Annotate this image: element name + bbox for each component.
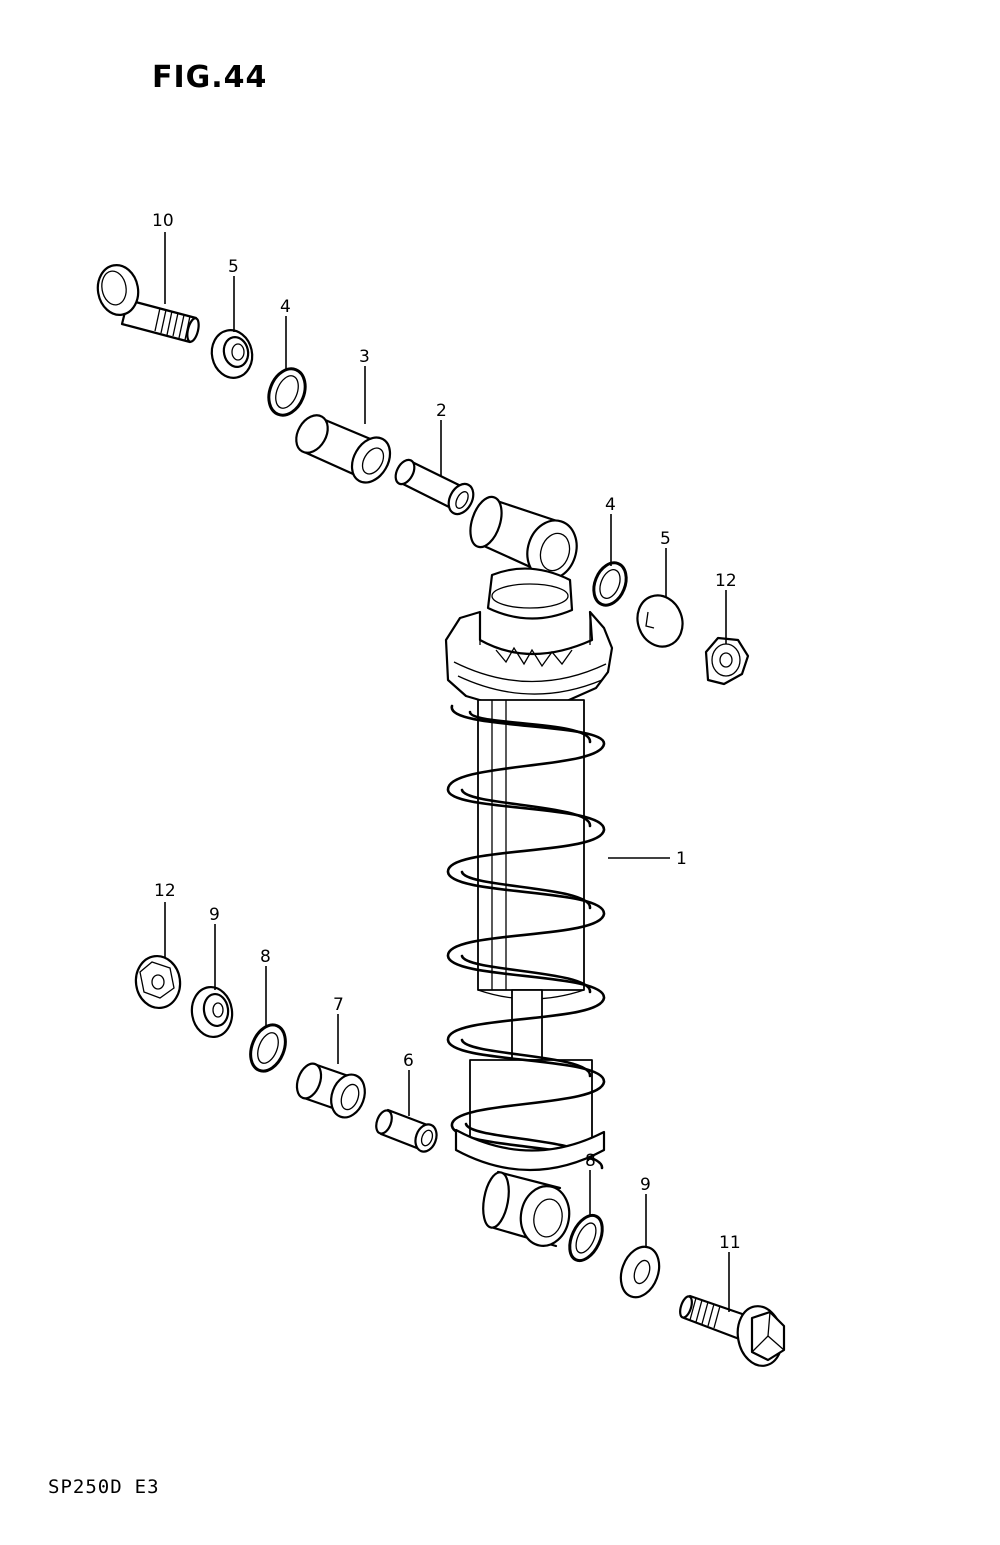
callout-5-top-left: 5 (228, 257, 239, 277)
callout-labels: 10 5 4 3 2 4 5 12 1 12 9 8 7 6 8 9 11 (152, 211, 741, 1253)
region-code: E3 (134, 1476, 160, 1498)
part-6-bushing (375, 1108, 438, 1153)
part-2-bushing (394, 458, 475, 516)
part-7-collar (295, 1062, 366, 1119)
callout-9-left: 9 (209, 905, 220, 925)
callout-4-top-left: 4 (280, 297, 291, 317)
callout-10-top: 10 (152, 211, 174, 231)
part-4-ring-left (267, 367, 307, 417)
part-1-shock-absorber (444, 495, 614, 1248)
callout-9-right: 9 (640, 1175, 651, 1195)
callout-2: 2 (436, 401, 447, 421)
part-8-ring-left (249, 1023, 287, 1073)
part-8-ring-right (568, 1213, 604, 1263)
callout-8-right: 8 (585, 1151, 596, 1171)
callout-3: 3 (359, 347, 370, 367)
callout-12-left: 12 (154, 881, 176, 901)
callout-5-right: 5 (660, 529, 671, 549)
part-4-ring-right (592, 561, 628, 607)
callout-4-right: 4 (605, 495, 616, 515)
part-12-nut-right (704, 636, 750, 686)
part-12-nut-left (134, 954, 182, 1010)
figure-title: FIG.44 (152, 60, 268, 95)
callout-6: 6 (403, 1051, 414, 1071)
part-10-bolt (96, 264, 200, 344)
part-5-washer-right (636, 594, 684, 648)
callout-8-left: 8 (260, 947, 271, 967)
part-3-collar (295, 414, 392, 484)
callout-7: 7 (333, 995, 344, 1015)
callout-1: 1 (676, 849, 687, 869)
callout-11: 11 (719, 1233, 741, 1253)
model-name: SP250D (48, 1476, 123, 1498)
leader-lines (164, 232, 730, 1312)
part-9-washer-right (619, 1245, 661, 1299)
part-11-bolt (679, 1294, 786, 1367)
model-code: SP250D E3 (48, 1476, 172, 1498)
part-5-washer-left (210, 329, 254, 379)
callout-12-right: 12 (715, 571, 737, 591)
part-9-washer-left (190, 985, 234, 1039)
